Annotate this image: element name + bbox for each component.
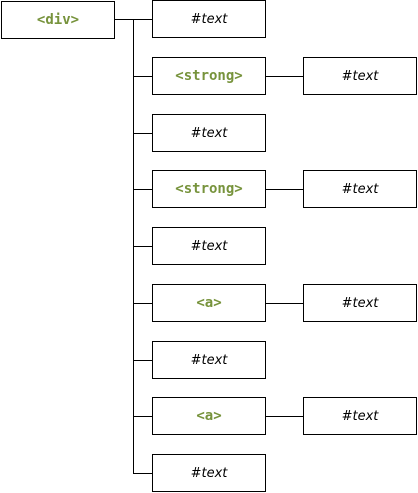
branch-line — [133, 473, 152, 474]
text-node: #text — [152, 0, 266, 38]
root-connector — [115, 19, 133, 20]
child-connector — [266, 303, 303, 304]
branch-line — [133, 19, 152, 20]
element-node: <a> — [152, 284, 266, 322]
text-node: #text — [303, 57, 417, 95]
element-node: <strong> — [152, 57, 266, 95]
branch-line — [133, 246, 152, 247]
text-node: #text — [152, 341, 266, 379]
child-connector — [266, 76, 303, 77]
child-connector — [266, 416, 303, 417]
branch-line — [133, 189, 152, 190]
text-node: #text — [303, 170, 417, 208]
text-node: #text — [303, 397, 417, 435]
branch-line — [133, 76, 152, 77]
root-div-node: <div> — [1, 1, 115, 39]
branch-line — [133, 303, 152, 304]
child-connector — [266, 189, 303, 190]
branch-line — [133, 416, 152, 417]
element-node: <strong> — [152, 170, 266, 208]
text-node: #text — [152, 114, 266, 152]
branch-line — [133, 360, 152, 361]
branch-line — [133, 133, 152, 134]
text-node: #text — [152, 454, 266, 492]
text-node: #text — [303, 284, 417, 322]
element-node: <a> — [152, 397, 266, 435]
text-node: #text — [152, 227, 266, 265]
